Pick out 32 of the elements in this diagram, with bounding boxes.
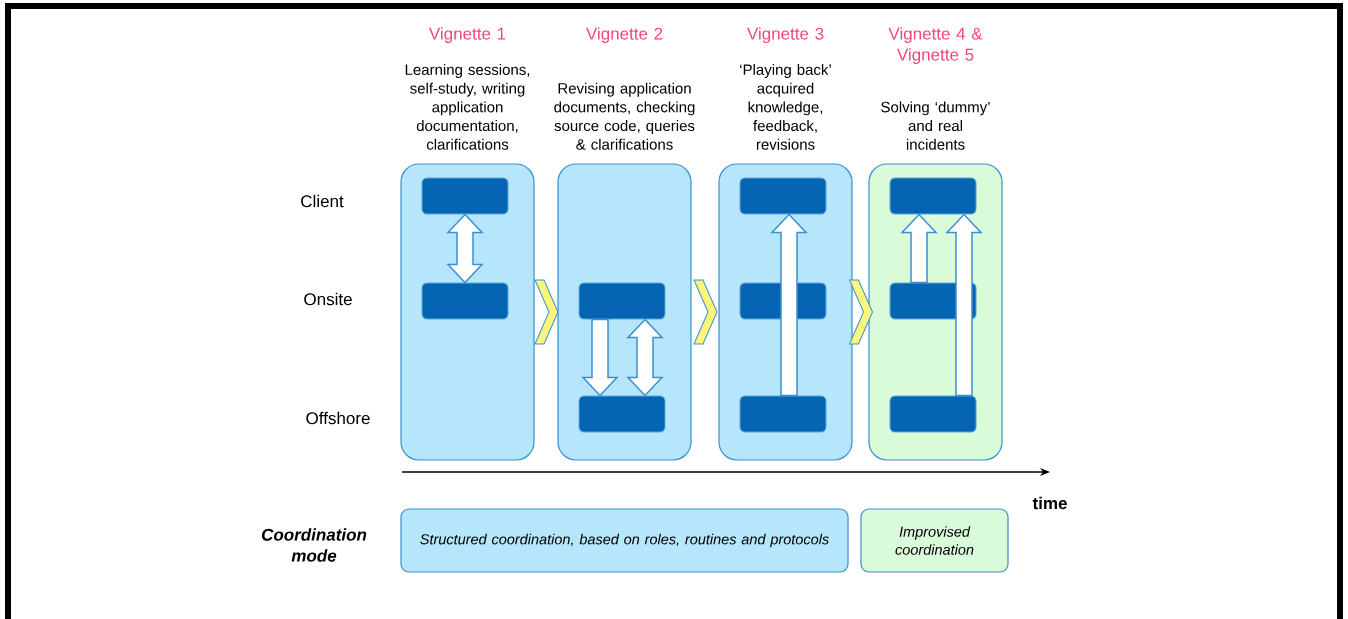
block-arrow (626, 318, 664, 397)
node-label: Vignette 1 (428, 27, 506, 44)
row-label: Client (301, 194, 344, 208)
actor-box (421, 177, 509, 215)
block-arrow (900, 213, 938, 284)
actor-box (421, 282, 509, 320)
node-label: Vignette 3 (746, 27, 824, 44)
node-label: Solving ‘dummy’ and real incidents (881, 101, 990, 150)
mode-box: Structured coordination, based on roles, routines and protocols (400, 508, 849, 573)
node-label: Vignette 2 (585, 27, 663, 44)
row-label: Onsite (304, 292, 352, 306)
chevron-arrow (693, 279, 718, 345)
node-label: Learning sessions, self-study, writing application documentation, clarifications (405, 63, 530, 150)
actor-box (739, 395, 827, 433)
block-arrow (581, 318, 619, 397)
actor-box (889, 395, 977, 433)
node-label: Vignette 4 & Vignette 5 (888, 27, 983, 65)
row-label: Offshore (306, 411, 370, 425)
actor-box (889, 177, 977, 215)
mode-box: Improvised coordination (860, 508, 1009, 573)
block-arrow (945, 213, 983, 397)
block-arrow (770, 213, 808, 397)
actor-box (578, 282, 666, 320)
node-label: ‘Playing back’ acquired knowledge, feedback, revisions (740, 63, 831, 150)
block-arrow (446, 213, 484, 284)
axis-label: time (1032, 496, 1067, 510)
chevron-arrow (534, 279, 559, 345)
chevron-arrow (849, 279, 873, 345)
node-label: Revising application documents, checking source code, queries & clarifications (554, 82, 695, 150)
row-label: Coordination mode (261, 528, 367, 562)
actor-box (739, 177, 827, 215)
actor-box (578, 395, 666, 433)
